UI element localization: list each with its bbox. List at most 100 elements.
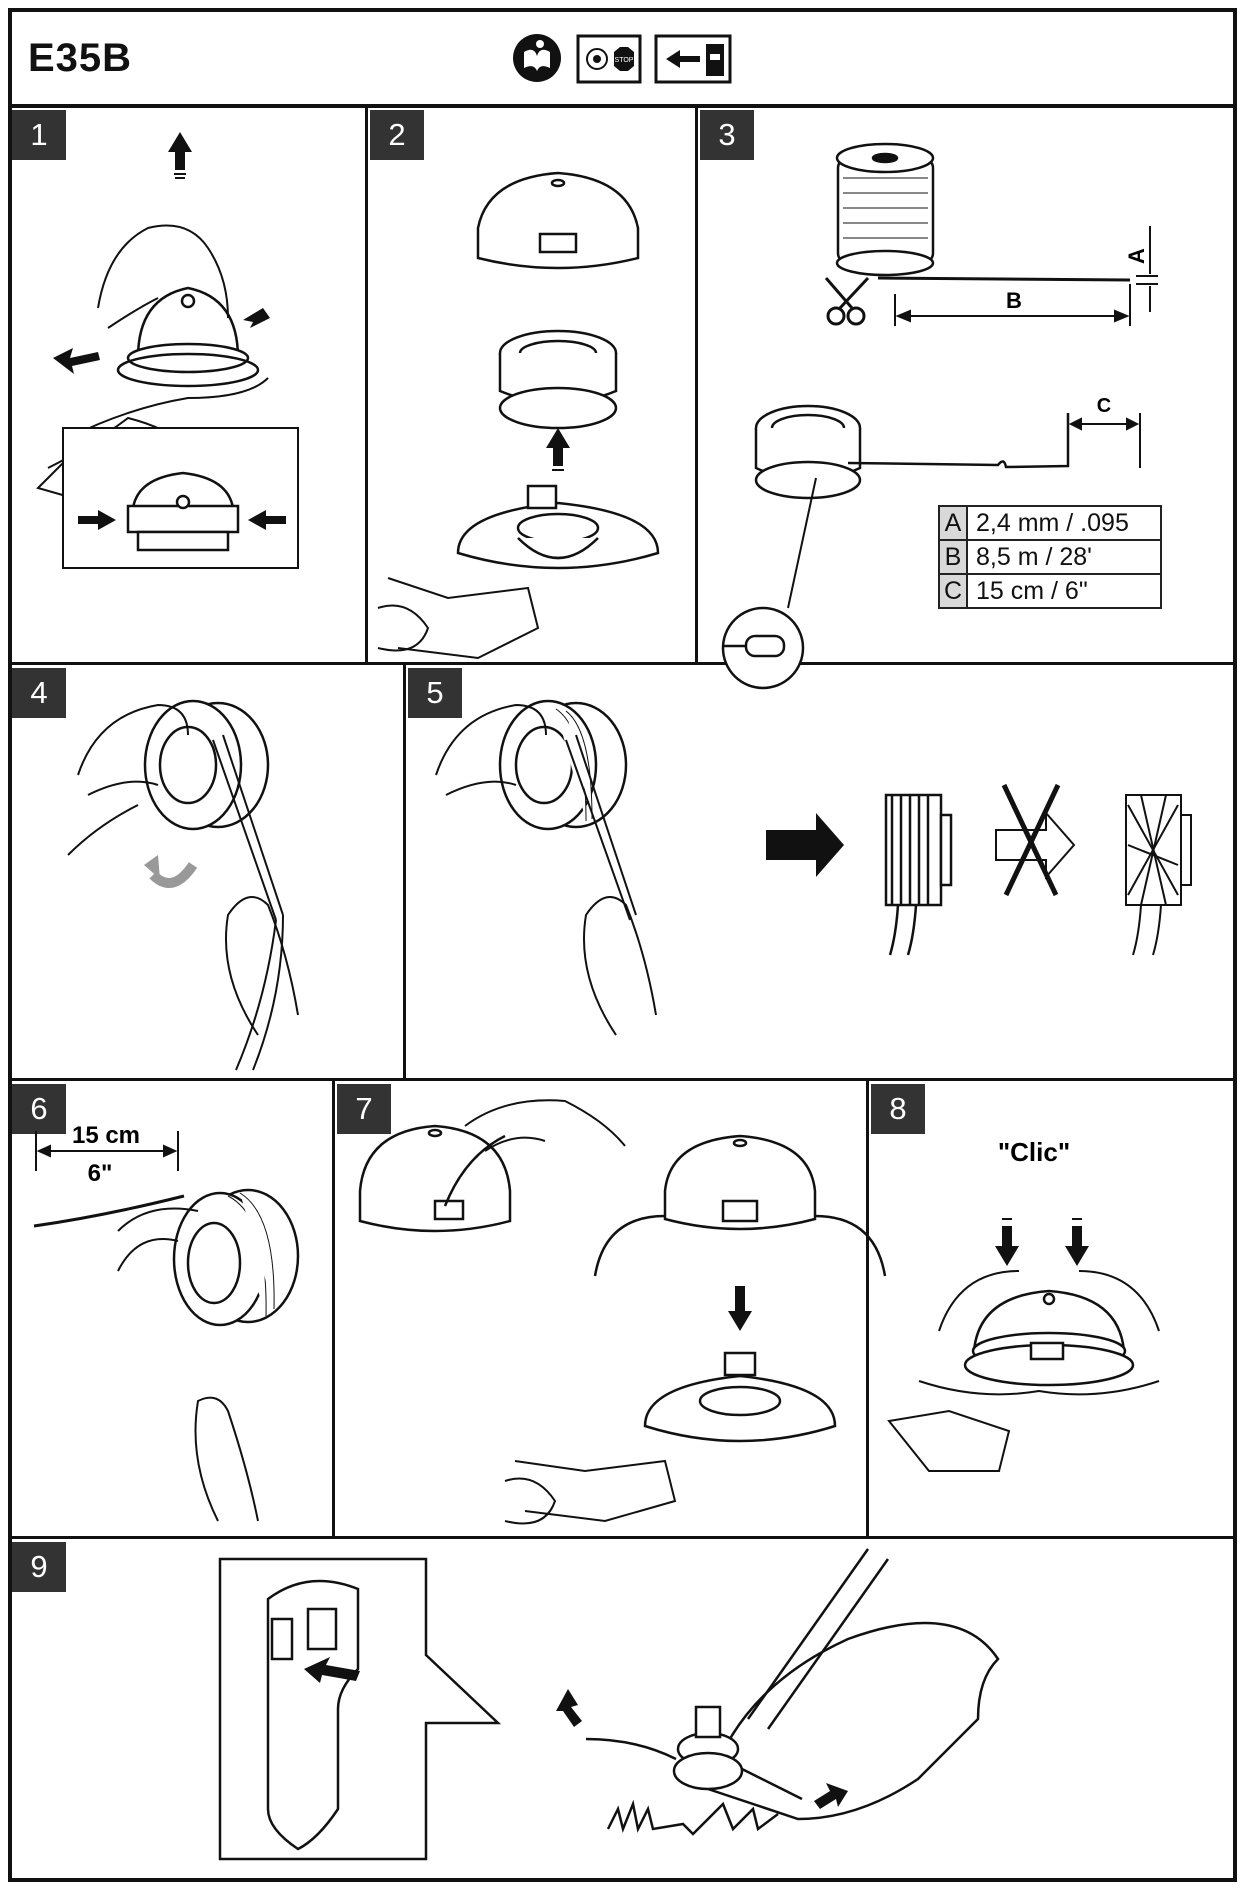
hand-illustration — [464, 1099, 626, 1152]
cap-with-line — [358, 1124, 512, 1233]
cap-part — [593, 1134, 887, 1277]
line-end — [33, 1194, 185, 1228]
step-badge-8: 8 — [871, 1084, 925, 1134]
detail-magnifier — [721, 606, 805, 690]
step-badge-3: 3 — [700, 110, 754, 160]
read-manual-icon — [513, 34, 561, 82]
hand-illustration — [887, 1270, 1160, 1472]
line-spool-roll — [835, 142, 935, 277]
divider-col-2-3 — [695, 104, 698, 664]
hub-part — [643, 1351, 837, 1443]
table-row: A 2,4 mm / .095 — [938, 505, 1162, 541]
length-dimension — [35, 1131, 179, 1171]
step-badge-2: 2 — [370, 110, 424, 160]
step2-illustration — [377, 171, 660, 660]
dimension-c — [1067, 413, 1141, 468]
divider-header — [8, 104, 1237, 108]
length-imperial-label: 6" — [88, 1160, 113, 1187]
up-arrow-icon — [168, 132, 192, 179]
press-arrow-right-icon — [1065, 1218, 1089, 1266]
step-badge-9: 9 — [12, 1542, 66, 1592]
spec-table: A 2,4 mm / .095 B 8,5 m / 28' C 15 cm / … — [938, 505, 1162, 609]
spool-part — [498, 329, 618, 430]
spool-with-line — [754, 404, 862, 500]
divider-col-4-5 — [403, 662, 406, 1080]
push-arrow-icon — [304, 1657, 360, 1683]
wound-spool-in-hand — [498, 699, 628, 831]
down-arrow-icon — [728, 1286, 752, 1331]
hub-part — [456, 484, 660, 570]
grass-icon — [606, 1799, 779, 1836]
divider-row1 — [8, 662, 1237, 665]
stop-engine-icon: STOP — [576, 34, 642, 84]
shaft-and-hand — [377, 577, 540, 660]
detail-leader — [787, 477, 817, 609]
step4-illustration — [67, 699, 299, 1071]
spec-value: 15 cm / 6" — [966, 573, 1162, 609]
rotate-arrow-icon — [144, 855, 198, 888]
trimmer-line-right — [741, 1767, 803, 1801]
trimmer-line — [877, 276, 1131, 282]
divider-col-1-2 — [365, 104, 368, 664]
spec-key: A — [938, 505, 968, 541]
handle-inset — [218, 1557, 502, 1861]
line-strands — [212, 734, 284, 1071]
step6-illustration: 15 cm 6" — [33, 1122, 300, 1522]
trimmer-in-use — [672, 1548, 1000, 1821]
dim-label-b: B — [1006, 288, 1022, 313]
length-metric-label: 15 cm — [72, 1122, 140, 1149]
divider-col-7-8 — [866, 1078, 869, 1538]
step5-illustration — [435, 699, 1192, 1036]
step-badge-7: 7 — [337, 1084, 391, 1134]
hand-illustration — [67, 703, 299, 1036]
trimmer-head-cap — [116, 286, 260, 388]
spec-key: C — [938, 573, 968, 609]
step-badge-5: 5 — [408, 668, 462, 718]
divider-row2 — [8, 1078, 1237, 1081]
cap-part — [476, 171, 640, 270]
hand-illustration — [435, 703, 657, 1036]
step-badge-4: 4 — [12, 668, 66, 718]
step-badge-1: 1 — [12, 110, 66, 160]
correct-winding — [884, 793, 953, 956]
result-arrow-icon — [766, 813, 844, 877]
press-arrow-left-icon — [995, 1218, 1019, 1266]
debris-arrow-down-icon — [814, 1783, 848, 1809]
step-badge-6: 6 — [12, 1084, 66, 1134]
divider-col-6-7 — [332, 1078, 335, 1538]
inset-trimmer-head — [126, 471, 240, 552]
spec-key: B — [938, 539, 968, 575]
table-row: C 15 cm / 6" — [938, 573, 1162, 609]
wrong-arrow-icon — [995, 783, 1076, 897]
step8-illustration: "Clic" — [887, 1137, 1160, 1472]
step9-illustration — [218, 1548, 1000, 1861]
wound-spool — [172, 1188, 300, 1327]
divider-row3 — [8, 1536, 1237, 1539]
trimmer-line-left — [585, 1737, 677, 1761]
dim-label-a: A — [1124, 248, 1149, 264]
step7-illustration — [358, 1099, 887, 1525]
table-row: B 8,5 m / 28' — [938, 539, 1162, 575]
disconnect-plug-icon — [654, 34, 732, 84]
spec-value: 8,5 m / 28' — [966, 539, 1162, 575]
page-frame — [8, 8, 1237, 1882]
step1-illustration — [36, 132, 299, 569]
inset-arrow-left-icon — [78, 510, 116, 530]
up-arrow-icon — [546, 428, 570, 471]
header-safety-icons: STOP — [513, 34, 732, 84]
model-title: E35B — [28, 36, 133, 80]
dim-label-c: C — [1097, 395, 1111, 417]
click-sound-label: "Clic" — [998, 1137, 1070, 1167]
step3-illustration: B A C — [721, 142, 1158, 690]
dimension-b — [894, 284, 1131, 326]
spool-in-hand — [143, 699, 270, 831]
scissors-icon — [824, 276, 870, 326]
spool-line-out — [847, 413, 1070, 469]
hand-illustration — [117, 1207, 259, 1522]
dimension-a — [1136, 226, 1158, 312]
shaft-and-hand — [504, 1459, 677, 1525]
debris-arrow-up-icon — [556, 1689, 582, 1727]
assembled-head — [963, 1289, 1135, 1387]
incorrect-winding — [1125, 794, 1192, 956]
spec-value: 2,4 mm / .095 — [966, 505, 1162, 541]
